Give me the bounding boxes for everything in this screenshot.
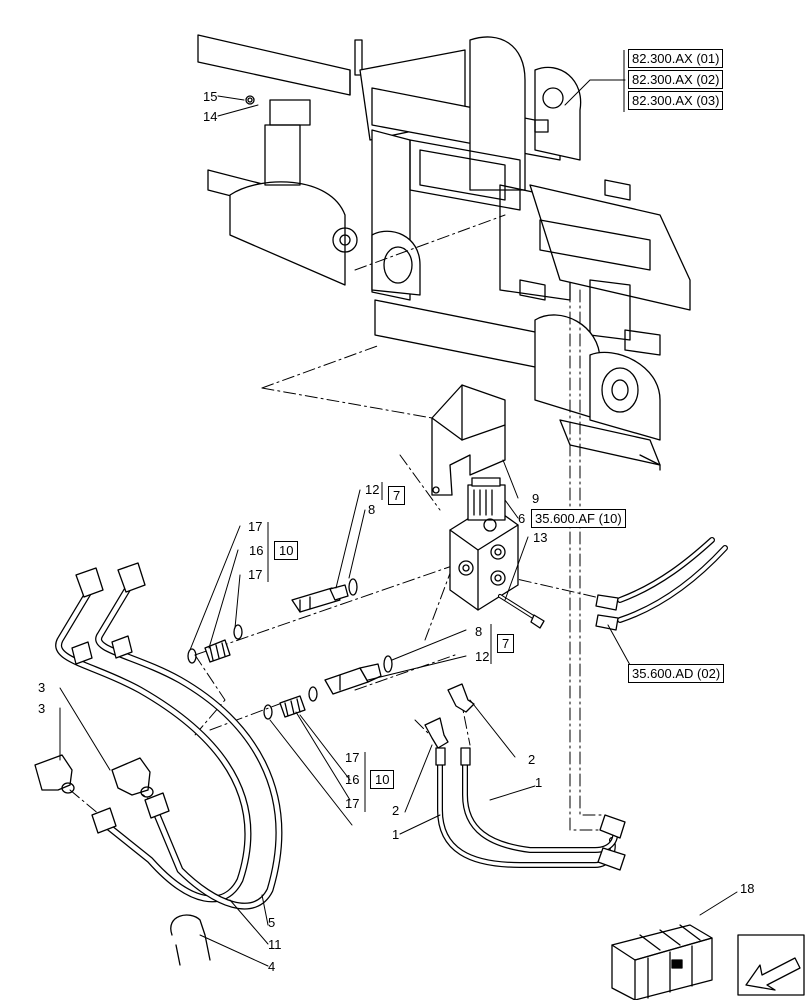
fitting-upper — [187, 624, 243, 664]
callout-17: 17 — [345, 750, 360, 765]
hoses-valve — [435, 747, 626, 871]
fitting-lower — [263, 686, 318, 720]
reference-82-300-ax-03[interactable]: 82.300.AX (03) — [628, 91, 724, 110]
callout-3: 3 — [38, 680, 46, 695]
callout-4: 4 — [268, 959, 276, 974]
hose-clip — [170, 914, 211, 966]
callout-9: 9 — [532, 491, 540, 506]
callout-17: 17 — [248, 567, 263, 582]
bolt — [498, 594, 545, 629]
center-lines — [69, 214, 606, 831]
callout-14: 14 — [203, 109, 218, 124]
callout-3: 3 — [38, 701, 46, 716]
parts-crate — [611, 924, 713, 1000]
callout-17: 17 — [345, 796, 360, 811]
callout-5: 5 — [268, 915, 276, 930]
callout-18: 18 — [740, 881, 755, 896]
callout-12: 12 — [475, 649, 490, 664]
callout-1: 1 — [535, 775, 543, 790]
callout-13: 13 — [533, 530, 548, 545]
adapter-lower — [324, 655, 393, 695]
elbow-adapters — [34, 754, 154, 798]
callout-16: 16 — [249, 543, 264, 558]
reference-35-600-af-10[interactable]: 35.600.AF (10) — [531, 509, 626, 528]
elbow-fittings — [424, 683, 475, 749]
callout-2: 2 — [528, 752, 536, 767]
navigation-arrow-icon[interactable] — [737, 934, 805, 996]
callout-2: 2 — [392, 803, 400, 818]
callout-12: 12 — [365, 482, 380, 497]
adapter-upper — [291, 578, 358, 613]
callout-11: 11 — [268, 937, 282, 952]
reference-82-300-ax-02[interactable]: 82.300.AX (02) — [628, 70, 724, 89]
long-hoses — [55, 562, 283, 910]
hoses-ad02 — [595, 537, 728, 631]
callout-6: 6 — [518, 511, 526, 526]
callout-8: 8 — [475, 624, 483, 639]
callout-10-box: 10 — [274, 541, 299, 560]
callout-10-box: 10 — [370, 770, 395, 789]
callout-1: 1 — [392, 827, 400, 842]
leader-lines — [59, 79, 738, 967]
attachment-frame — [197, 34, 691, 471]
reference-82-300-ax-01[interactable]: 82.300.AX (01) — [628, 49, 724, 68]
callout-16: 16 — [345, 772, 360, 787]
callout-17: 17 — [248, 519, 263, 534]
callout-7-box: 7 — [388, 486, 406, 505]
solenoid-valve — [449, 477, 519, 611]
callout-15: 15 — [203, 89, 218, 104]
reference-35-600-ad-02[interactable]: 35.600.AD (02) — [628, 664, 725, 683]
valve-cover — [431, 384, 506, 496]
callout-7-box: 7 — [497, 634, 515, 653]
callout-8: 8 — [368, 502, 376, 517]
